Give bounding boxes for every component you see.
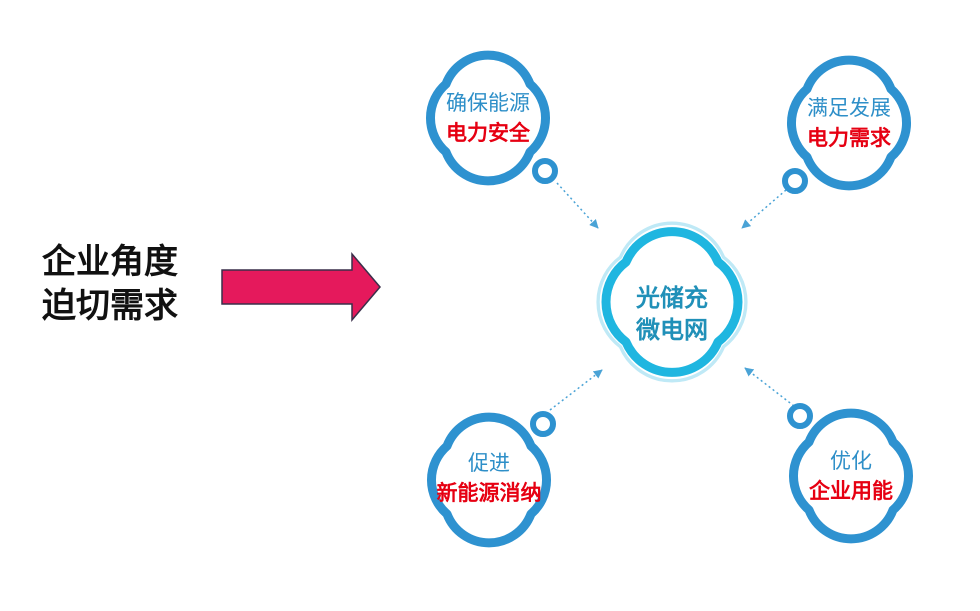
node-top-left-line2: 电力安全: [446, 121, 530, 145]
ring-top-left: [532, 158, 558, 184]
cloud-center: [596, 221, 748, 383]
right-arrow: [221, 251, 381, 323]
cloud-bottom-right: [788, 408, 914, 544]
node-top-right-line1: 满足发展: [807, 96, 891, 120]
node-bottom-right-line2: 企业用能: [809, 479, 893, 503]
ring-bottom-right: [787, 403, 813, 429]
ring-bottom-left: [530, 411, 556, 437]
node-bottom-left-line2: 新能源消纳: [436, 481, 542, 505]
node-label-top-right: 满足发展 电力需求: [774, 93, 924, 153]
ring-top-right: [782, 168, 808, 194]
connector-bottom-right: [744, 367, 795, 407]
left-title: 企业角度 迫切需求: [20, 240, 200, 328]
center-label-line1: 光储充: [636, 284, 708, 312]
connector-top-left: [556, 182, 599, 229]
node-label-bottom-right: 优化 企业用能: [776, 446, 926, 506]
node-label-bottom-left: 促进 新能源消纳: [414, 448, 564, 508]
cloud-top-left: [425, 50, 551, 186]
cloud-top-right: [786, 55, 912, 191]
left-title-line1: 企业角度: [42, 242, 178, 282]
cloud-bottom-left: [426, 412, 552, 548]
node-bottom-left-line1: 促进: [468, 451, 510, 475]
left-title-line2: 迫切需求: [42, 286, 178, 326]
center-label: 光储充 微电网: [597, 282, 747, 346]
node-label-top-left: 确保能源 电力安全: [413, 88, 563, 148]
node-top-right-line2: 电力需求: [807, 126, 891, 150]
connector-bottom-left: [549, 369, 603, 411]
node-bottom-right-line1: 优化: [830, 449, 872, 473]
connector-top-right: [741, 189, 787, 229]
center-label-line2: 微电网: [636, 316, 708, 344]
node-top-left-line1: 确保能源: [446, 91, 530, 115]
